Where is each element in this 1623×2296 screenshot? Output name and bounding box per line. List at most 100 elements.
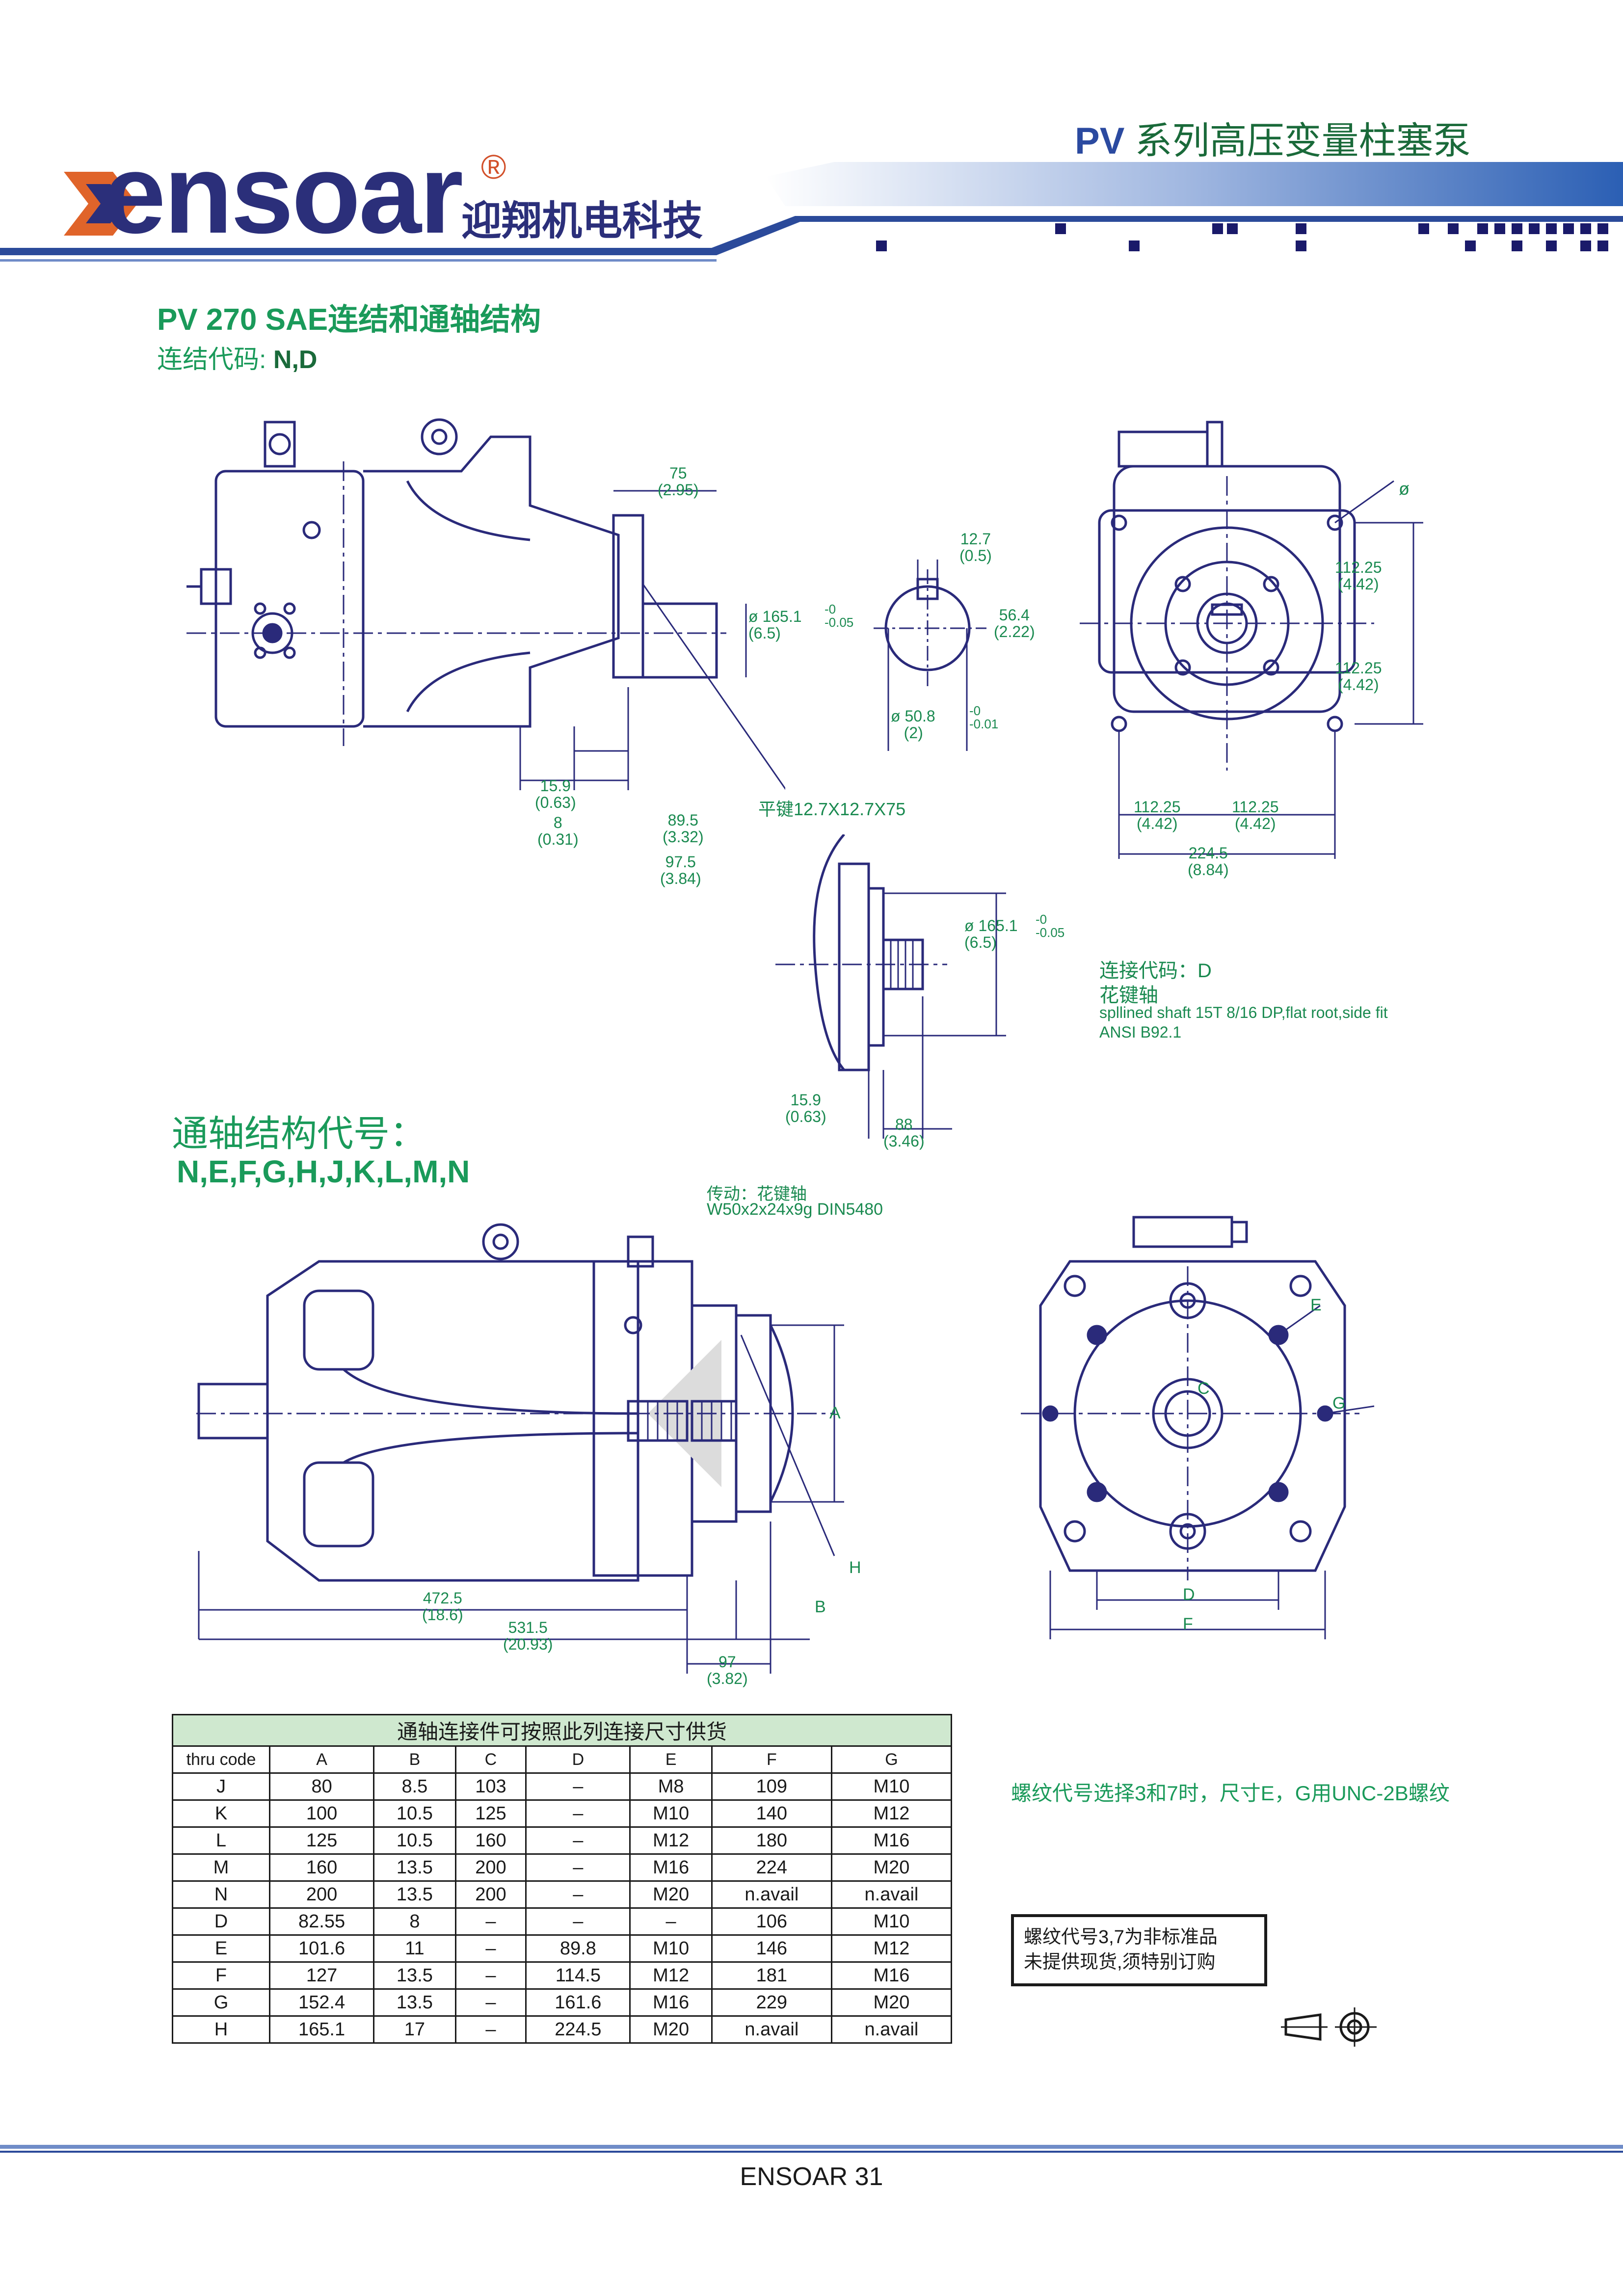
table-cell: n.avail [711, 1880, 832, 1909]
table-cell: K [172, 1799, 270, 1828]
dim-1651-spline: 165.1 [978, 917, 1018, 934]
table-cell: M10 [830, 1907, 953, 1936]
table-cell: 125 [268, 1826, 375, 1855]
table-cell: M12 [629, 1826, 713, 1855]
table-cell: 100 [268, 1799, 375, 1828]
series-prefix: PV [1075, 120, 1125, 162]
pump-side-view-drawing [186, 418, 785, 790]
phi-symbol: ø [891, 707, 901, 725]
label-d: D [1183, 1585, 1195, 1604]
thru-drive-rear-view-drawing [1021, 1216, 1375, 1639]
drive-spec: W50x2x24x9g DIN5480 [707, 1200, 883, 1219]
table-cell: 13.5 [373, 1880, 456, 1909]
table-cell: M20 [830, 1988, 953, 2017]
table-cell: 8 [373, 1907, 456, 1936]
table-cell: J [172, 1772, 270, 1801]
spline-spec: spllined shaft 15T 8/16 DP,flat root,sid… [1099, 1004, 1388, 1021]
table-cell: N [172, 1880, 270, 1909]
table-cell: 109 [711, 1772, 832, 1801]
table-cell: M20 [830, 1853, 953, 1882]
ansi-spec: ANSI B92.1 [1099, 1023, 1182, 1041]
table-cell: D [172, 1907, 270, 1936]
table-cell: 140 [711, 1799, 832, 1828]
thru-drive-title: 通轴结构代号： [172, 1113, 426, 1154]
table-cell: M10 [629, 1934, 713, 1963]
phi-symbol: ø [964, 917, 974, 934]
table-cell: M12 [830, 1934, 953, 1963]
table-cell: M [172, 1853, 270, 1882]
table-cell: L [172, 1826, 270, 1855]
table-cell: – [525, 1772, 631, 1801]
table-cell: 13.5 [373, 1853, 456, 1882]
table-header-cell: F [711, 1745, 832, 1774]
table-cell: 229 [711, 1988, 832, 2017]
label-g: G [1332, 1394, 1346, 1413]
table-cell: 165.1 [268, 2015, 375, 2044]
table-cell: – [454, 1988, 527, 2017]
table-header-cell: G [830, 1745, 953, 1774]
table-cell: M8 [629, 1772, 713, 1801]
dim-1651-in: (6.5) [748, 624, 781, 642]
table-cell: – [454, 1907, 527, 1936]
table-header-cell: E [629, 1745, 713, 1774]
dim-1651-spline-in: (6.5) [964, 933, 997, 951]
table-cell: n.avail [830, 1880, 953, 1909]
table-cell: 89.8 [525, 1934, 631, 1963]
dim-975: 97.5 (3.84) [660, 853, 701, 887]
connection-code-label: 连结代码: [157, 346, 273, 374]
dim-11225-left: 112.25 (4.42) [1134, 798, 1181, 832]
dim-phi-1651-spline: ø 165.1(6.5) [964, 917, 1018, 951]
footer-rule [0, 2145, 1623, 2153]
dim-1651-tolerance: -0 -0.05 [825, 602, 854, 630]
table-cell: M16 [830, 1961, 953, 1990]
table-cell: n.avail [711, 2015, 832, 2044]
table-cell: 224.5 [525, 2015, 631, 2044]
dim-895: 89.5 (3.32) [663, 811, 704, 846]
table-cell: 152.4 [268, 1988, 375, 2017]
logo-wordmark: ensoar [103, 131, 463, 257]
table-cell: M10 [830, 1772, 953, 1801]
registered-mark: ® [481, 148, 506, 186]
thru-drive-dimension-table: 通轴连接件可按照此列连接尺寸供货 thru code A B C D E F G… [172, 1714, 953, 2044]
table-cell: 160 [454, 1826, 527, 1855]
connection-code: 连结代码: N,D [157, 339, 317, 375]
table-cell: 82.55 [268, 1907, 375, 1936]
dim-11225-top: 112.25 (4.42) [1335, 559, 1382, 593]
company-name: 迎翔机电科技 [461, 199, 703, 243]
table-cell: – [454, 2015, 527, 2044]
table-cell: 11 [373, 1934, 456, 1963]
table-cell: – [525, 1880, 631, 1909]
table-cell: 13.5 [373, 1988, 456, 2017]
table-cell: 80 [268, 1772, 375, 1801]
table-cell: 200 [454, 1853, 527, 1882]
label-b: B [815, 1598, 826, 1616]
dim-127: 12.7 (0.5) [959, 530, 992, 564]
dim-1651: 165.1 [762, 608, 802, 625]
table-cell: M16 [830, 1826, 953, 1855]
table-cell: 146 [711, 1934, 832, 1963]
section-title: PV 270 SAE连结和通轴结构 [157, 303, 541, 337]
table-cell: 181 [711, 1961, 832, 1990]
dim-5315: 531.5 (20.93) [503, 1619, 553, 1653]
page-footer: ENSOAR 31 [740, 2163, 883, 2191]
table-cell: – [525, 1826, 631, 1855]
table-cell: 200 [454, 1880, 527, 1909]
logo-emblem [64, 172, 137, 236]
table-caption: 通轴连接件可按照此列连接尺寸供货 [172, 1714, 952, 1747]
splined-shaft-drawing [775, 834, 1006, 1139]
nonstandard-note-line: 螺纹代号3,7为非标准品 [1024, 1927, 1218, 1948]
table-cell: 200 [268, 1880, 375, 1909]
table-cell: H [172, 2015, 270, 2044]
dim-508: 50.8 [905, 707, 935, 725]
projection-symbol-icon [1281, 2007, 1377, 2047]
table-cell: M12 [629, 1961, 713, 1990]
dim-75: 75 (2.95) [658, 464, 699, 499]
table-cell: 17 [373, 2015, 456, 2044]
table-cell: 161.6 [525, 1988, 631, 2017]
